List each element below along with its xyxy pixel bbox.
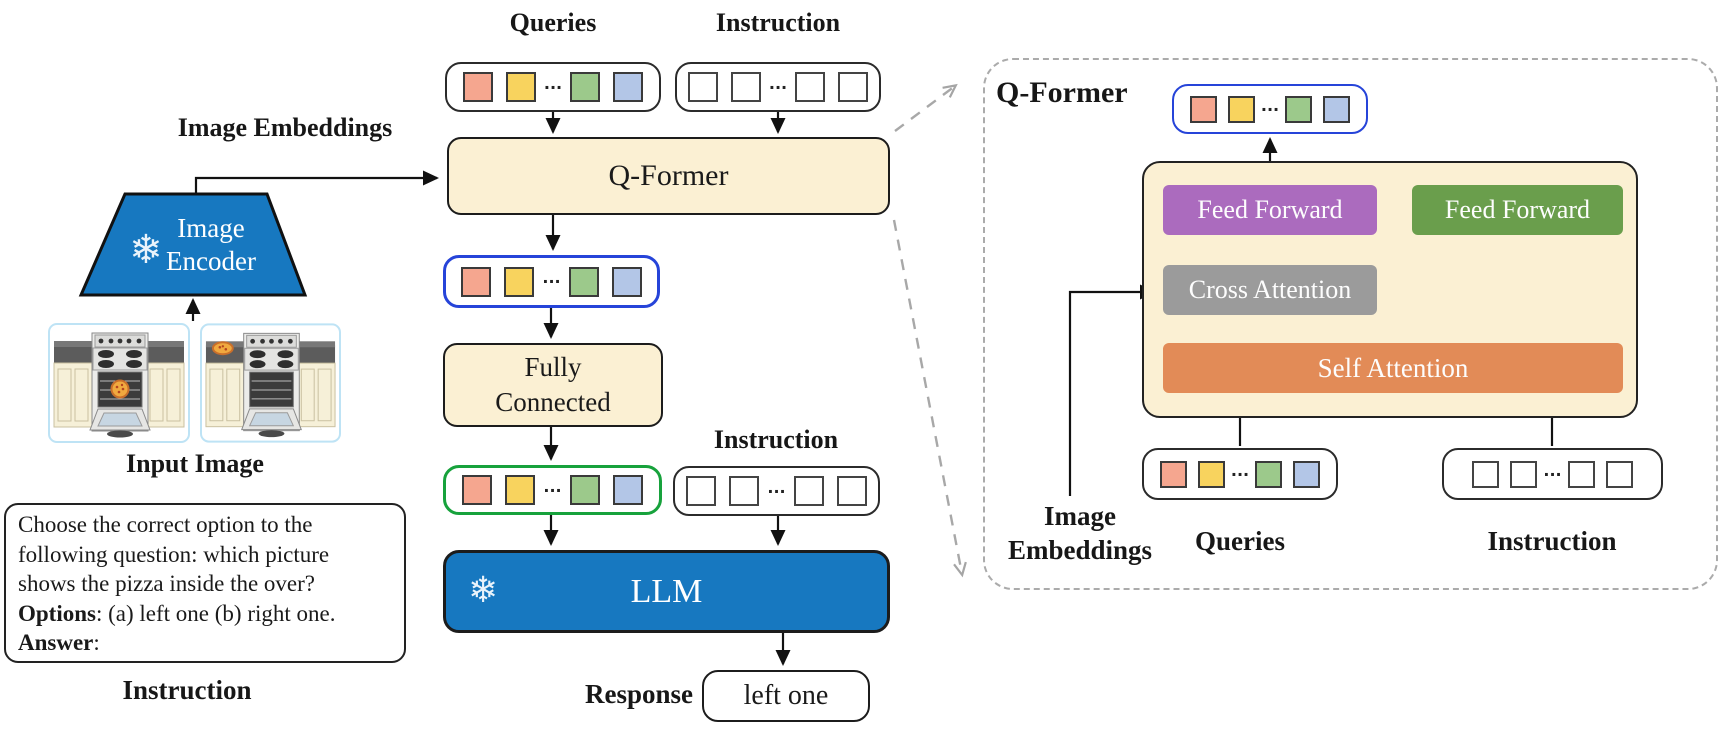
fc-token-blue (612, 475, 643, 505)
ellipsis: ··· (1230, 464, 1250, 484)
ellipsis: ··· (543, 77, 563, 97)
output-token-blue (611, 266, 642, 297)
panel-token-red (1189, 95, 1217, 123)
ellipsis: ··· (543, 480, 562, 500)
queries-label-top: Queries (509, 8, 597, 37)
panel-query-token-green (1255, 460, 1283, 488)
input-image-left-pizza-in-oven (48, 323, 190, 443)
ellipsis: ··· (1260, 99, 1280, 119)
llm-block: ❄ LLM (443, 550, 890, 633)
fc-output-token-box: ··· (443, 465, 662, 515)
panel-output-token-box: ··· (1172, 84, 1368, 134)
panel-queries-token-box: ··· (1142, 448, 1338, 500)
fc-token-green (569, 475, 600, 505)
panel-query-token-red (1159, 460, 1187, 488)
feed-forward-left-block: Feed Forward (1163, 185, 1377, 235)
panel-token-green (1285, 95, 1313, 123)
image-encoder-label-line2: Encoder (166, 246, 256, 276)
instruction-token (1510, 460, 1538, 488)
qformer-output-token-box: ··· (443, 255, 660, 308)
pizza-on-counter (211, 341, 234, 356)
panel-query-token-blue (1293, 460, 1321, 488)
fc-token-yellow (505, 475, 536, 505)
instruction-token (1472, 460, 1500, 488)
image-encoder-block: ❄ Image Encoder (78, 192, 308, 297)
instruction-token (1605, 460, 1633, 488)
instruction-label-mid: Instruction (713, 425, 839, 454)
qformer-block: Q-Former (447, 137, 890, 215)
query-token-red (462, 72, 493, 102)
llm-label: LLM (630, 572, 703, 610)
output-token-yellow (504, 266, 535, 297)
pizza-in-oven (110, 379, 130, 399)
prompt-line: following question: which picture (18, 541, 330, 567)
prompt-line: Answer: (18, 630, 100, 655)
self-attention-block: Self Attention (1163, 343, 1623, 393)
instruction-token (836, 476, 867, 506)
dashed-arrow-zoom-top (894, 83, 958, 132)
instruction-token-box-mid: ··· (673, 466, 880, 516)
instruction-token (838, 72, 869, 102)
prompt-line: Options: (a) left one (b) right one. (18, 600, 336, 626)
output-token-green (568, 266, 599, 297)
fc-token-red (462, 475, 493, 505)
feed-forward-right-block: Feed Forward (1412, 185, 1623, 235)
panel-queries-label: Queries (1195, 526, 1285, 556)
ellipsis: ··· (542, 272, 561, 291)
panel-token-blue (1323, 95, 1351, 123)
instruction-token (686, 476, 717, 506)
instruction-caption: Instruction (122, 675, 252, 705)
qformer-panel-title: Q-Former (996, 76, 1128, 109)
input-image-right-pizza-on-counter (200, 323, 341, 443)
qformer-detail-panel (983, 58, 1718, 590)
query-token-green (570, 72, 601, 102)
ellipsis: ··· (767, 481, 786, 501)
cross-attention-block: Cross Attention (1163, 265, 1377, 315)
query-token-blue (613, 72, 644, 102)
instruction-token (687, 72, 718, 102)
query-token-yellow (505, 72, 536, 102)
panel-token-yellow (1227, 95, 1255, 123)
panel-image-embeddings-label: Image Embeddings (1007, 501, 1153, 565)
instruction-prompt-box: Choose the correct option to the followi… (4, 503, 406, 663)
instruction-token (1567, 460, 1595, 488)
instruction-token (730, 72, 761, 102)
instruction-token (729, 476, 760, 506)
response-value-box: left one (702, 670, 870, 722)
prompt-line: Choose the correct option to the (18, 512, 313, 537)
ellipsis: ··· (768, 77, 788, 97)
image-encoder-label-line1: Image (177, 213, 244, 243)
instruction-label-top: Instruction (715, 8, 841, 37)
instruction-token (795, 72, 826, 102)
panel-query-token-yellow (1197, 460, 1225, 488)
panel-instruction-label: Instruction (1487, 526, 1617, 556)
instruction-token (793, 476, 824, 506)
fully-connected-block: Fully Connected (443, 343, 663, 427)
image-embeddings-label: Image Embeddings (177, 113, 393, 142)
panel-instruction-token-box: ··· (1442, 448, 1663, 500)
queries-token-box: ··· (445, 62, 661, 112)
prompt-line: shows the pizza inside the over? (18, 571, 315, 596)
dashed-arrow-zoom-bottom (892, 219, 967, 578)
input-image-label: Input Image (126, 449, 264, 478)
output-token-red (461, 266, 492, 297)
response-label: Response (584, 679, 693, 709)
frozen-icon: ❄ (129, 227, 163, 273)
frozen-icon: ❄ (468, 570, 499, 611)
instruction-token-box-top: ··· (675, 62, 881, 112)
ellipsis: ··· (1543, 464, 1562, 484)
